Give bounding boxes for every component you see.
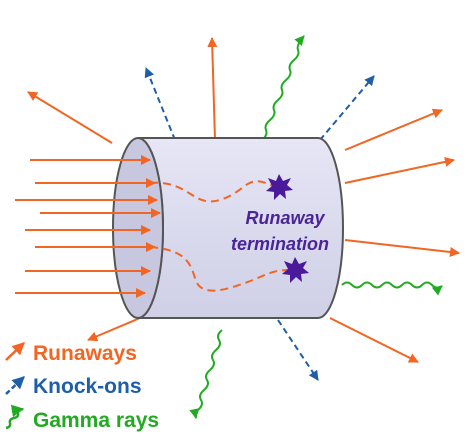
runaway-arrow-out-right1 <box>344 156 455 184</box>
legend-item-gamma: Gamma rays <box>5 404 159 432</box>
knockon-arrow-out-top <box>144 67 176 141</box>
termination-star-icon <box>266 174 293 200</box>
runaway-arrow-out-bottomright <box>329 317 419 363</box>
outgoing-gamma-arrows <box>189 35 443 419</box>
legend-label-runaways: Runaways <box>33 342 137 365</box>
runaway-arrow-out-topright <box>344 108 443 151</box>
dashed-arrow-icon <box>5 376 25 395</box>
gamma-arrow-out-top <box>261 35 305 141</box>
termination-star-icon <box>282 257 309 283</box>
legend: Runaways Knock-ons Gamma rays <box>5 342 159 432</box>
center-label-line2: termination <box>231 234 329 254</box>
knockon-arrow-out-topright <box>319 75 375 141</box>
incoming-runaway-arrows <box>15 155 161 298</box>
cylinder-front-face <box>112 137 164 319</box>
trajectory-lower <box>149 246 291 292</box>
legend-item-knockons: Knock-ons <box>5 375 142 398</box>
legend-item-runaways: Runaways <box>5 342 137 365</box>
outgoing-knockon-arrows <box>144 67 375 381</box>
gamma-arrow-out-bottom <box>189 329 223 419</box>
runaway-arrow-out-bottomleft <box>87 317 141 342</box>
center-label-line1: Runaway <box>245 208 325 228</box>
internal-trajectories <box>149 180 291 292</box>
outgoing-runaway-arrows <box>27 37 460 363</box>
legend-label-gamma: Gamma rays <box>33 409 159 432</box>
cylinder-body <box>137 137 344 319</box>
knockon-arrow-out-bottom <box>277 319 319 381</box>
legend-label-knockons: Knock-ons <box>33 375 142 398</box>
runaway-arrow-out-top <box>207 37 218 141</box>
runaway-arrow-out-right2 <box>344 239 460 257</box>
wavy-arrow-icon <box>5 404 25 430</box>
runaway-arrow-out-topleft <box>27 91 113 144</box>
straight-arrow-icon <box>5 342 25 361</box>
termination-stars <box>266 174 309 283</box>
gamma-arrow-out-right <box>341 281 443 296</box>
trajectory-upper <box>149 180 276 203</box>
plasma-cylinder <box>112 137 344 319</box>
